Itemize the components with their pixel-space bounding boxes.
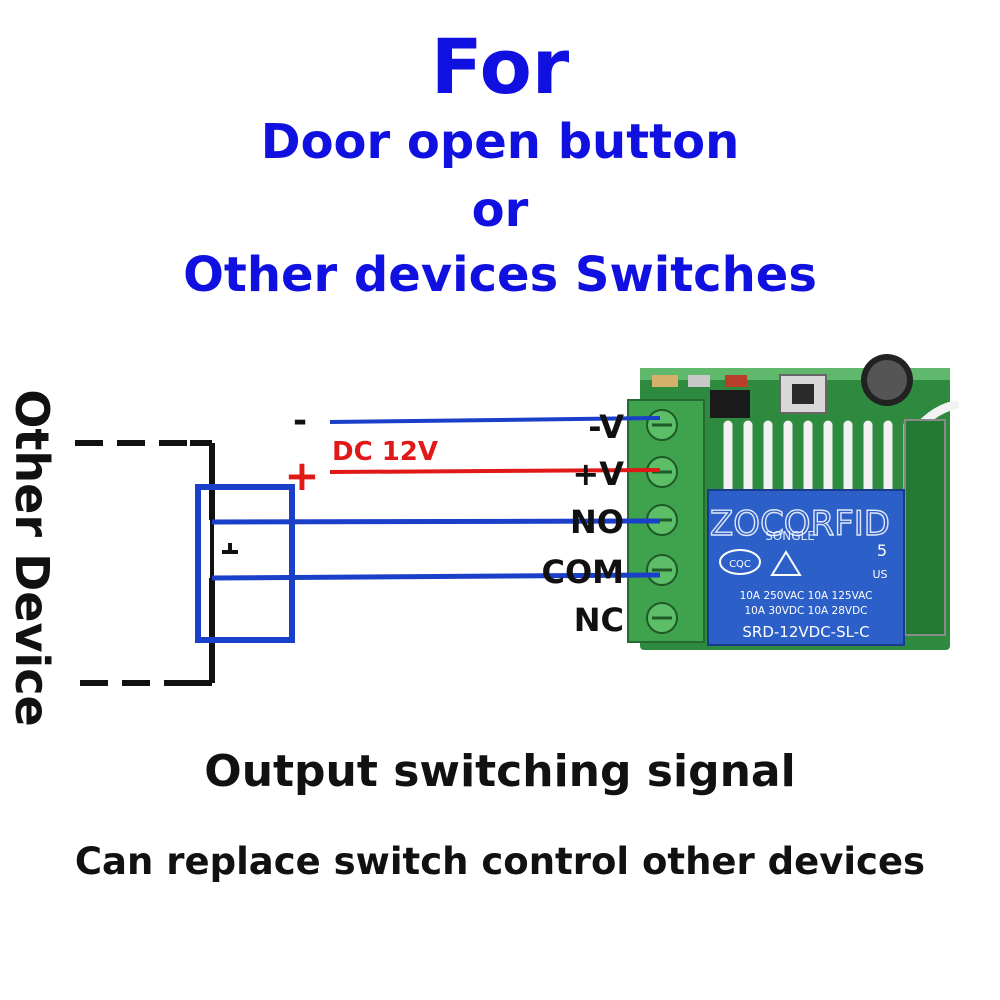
ic-chip xyxy=(710,390,750,418)
cqc-logo xyxy=(719,549,761,575)
rf-module xyxy=(904,419,946,636)
other-device-wiring xyxy=(75,440,215,686)
power-minus-sign: - xyxy=(293,401,307,441)
switch-symbol xyxy=(210,520,238,578)
relay-number: 5 xyxy=(877,541,887,560)
relay-rating-1: 10A 250VAC 10A 125VAC xyxy=(740,590,873,602)
warning-triangle-icon xyxy=(770,550,802,576)
heading-or: or xyxy=(471,182,529,238)
relay-us: US xyxy=(872,568,887,581)
relay-cert-cqc: CQC xyxy=(729,559,751,570)
terminal-screws xyxy=(646,409,678,634)
wire-no xyxy=(211,518,661,525)
terminal-labels: -V +V NO COM NC xyxy=(541,408,624,639)
switch-box xyxy=(195,484,295,643)
relay-body xyxy=(707,489,905,646)
smd-component xyxy=(652,375,678,387)
push-button-top xyxy=(792,384,814,404)
dc-voltage-label: DC 12V xyxy=(332,437,438,467)
footer-output-signal: Output switching signal xyxy=(204,746,796,797)
push-button-base xyxy=(779,374,827,414)
watermark: ZOCORFID xyxy=(710,504,890,544)
wire-minus xyxy=(329,416,661,424)
terminal-label-com: COM xyxy=(541,553,624,591)
terminal-label-v: -V xyxy=(588,408,624,446)
power-plus-sign: + xyxy=(284,451,319,500)
relay-rating-2: 10A 30VDC 10A 28VDC xyxy=(744,605,867,617)
smd-component xyxy=(725,375,747,387)
heading-other-devices: Other devices Switches xyxy=(183,247,817,303)
terminal-label-v: +V xyxy=(572,455,624,493)
wire-com xyxy=(211,572,661,581)
relay-module: SONGLE CQC 5 US 10A 250VAC 10A 125VAC 10… xyxy=(627,354,960,650)
terminal-label-no: NO xyxy=(570,503,624,541)
relay-model: SRD-12VDC-SL-C xyxy=(742,623,869,641)
heading-for: For xyxy=(430,22,570,111)
heading-door-open-button: Door open button xyxy=(260,114,740,170)
terminal-label-nc: NC xyxy=(574,601,624,639)
footer-replace-switch: Can replace switch control other devices xyxy=(74,840,926,883)
wire-plus xyxy=(329,468,661,474)
relay-brand: SONGLE xyxy=(765,529,815,543)
smd-component xyxy=(688,375,710,387)
